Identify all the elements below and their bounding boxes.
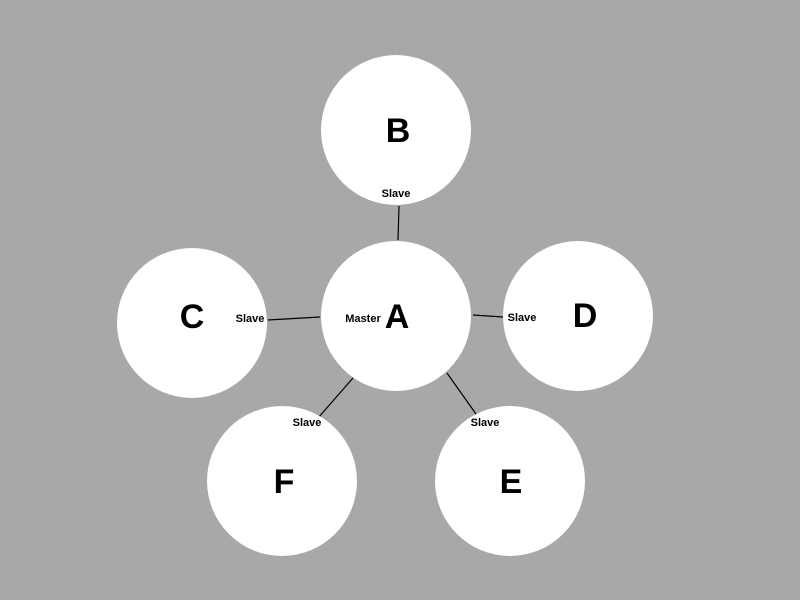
node-d-letter: D — [573, 297, 598, 335]
node-b-letter: B — [386, 112, 411, 150]
node-a-role-label: Master — [345, 313, 381, 325]
link-a-e — [446, 372, 477, 415]
node-a-letter: A — [385, 298, 410, 336]
node-f-letter: F — [274, 463, 295, 501]
node-b: B Slave — [321, 55, 471, 205]
node-e-role-label: Slave — [471, 417, 500, 429]
node-c-role-label: Slave — [236, 313, 265, 325]
link-a-b — [397, 205, 400, 241]
link-a-c — [267, 316, 321, 321]
link-a-d — [472, 314, 504, 318]
node-c-letter: C — [180, 298, 205, 336]
node-d: D Slave — [503, 241, 653, 391]
node-e: E Slave — [435, 406, 585, 556]
node-c-circle — [117, 248, 267, 398]
node-a-circle — [321, 241, 471, 391]
node-d-circle — [503, 241, 653, 391]
node-a: A Master — [321, 241, 471, 391]
node-f-role-label: Slave — [293, 417, 322, 429]
node-b-circle — [321, 55, 471, 205]
node-d-role-label: Slave — [508, 312, 537, 324]
node-b-role-label: Slave — [382, 188, 411, 200]
node-c: C Slave — [117, 248, 267, 398]
node-f-circle — [207, 406, 357, 556]
node-e-letter: E — [500, 463, 523, 501]
link-a-f — [317, 377, 354, 419]
node-e-circle — [435, 406, 585, 556]
node-f: F Slave — [207, 406, 357, 556]
